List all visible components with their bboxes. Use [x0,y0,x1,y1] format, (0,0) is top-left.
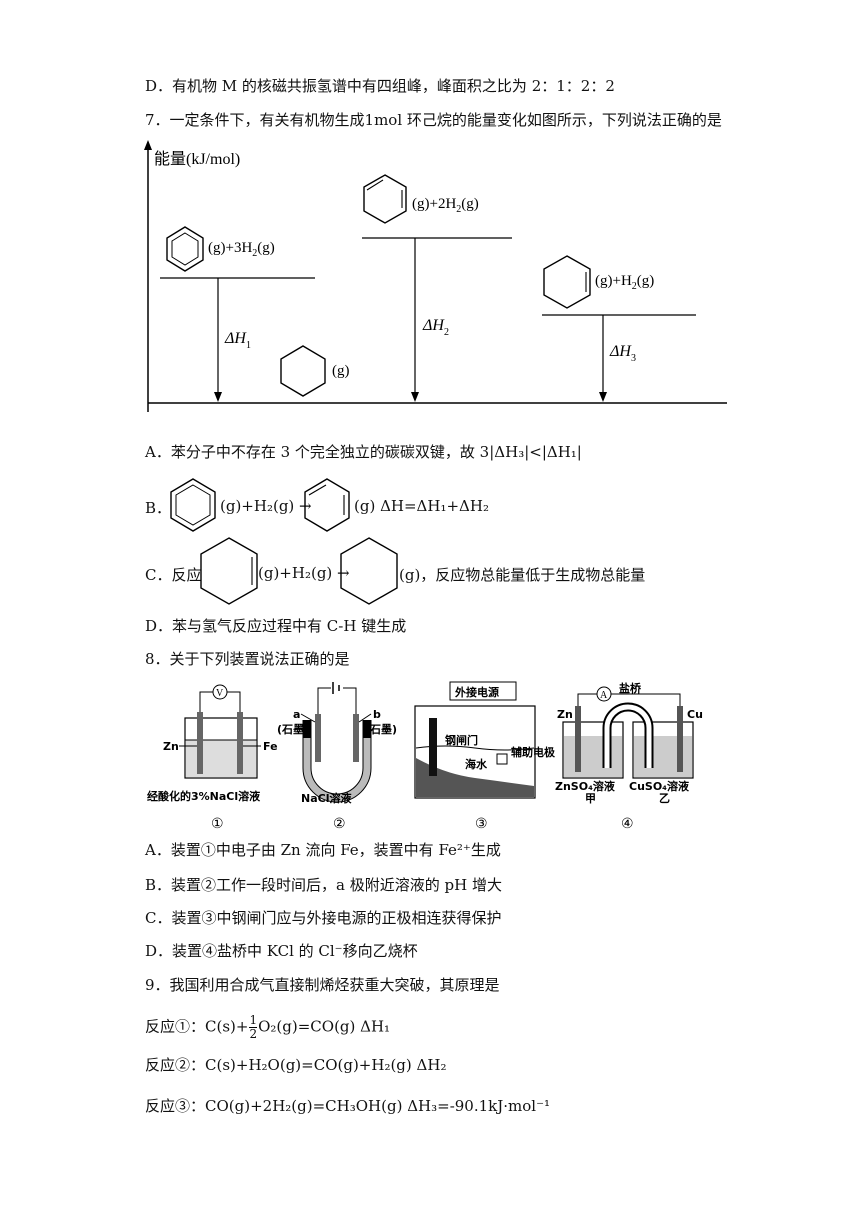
y-axis-arrow [144,140,152,150]
svg-text:A: A [600,690,608,701]
svg-text:外接电源: 外接电源 [454,685,499,699]
q7-option-c-mid: (g)+H₂(g) → [258,564,350,582]
dh1-label: ΔH1 [224,330,251,351]
q7-option-b-mid: (g)+H₂(g) → [220,497,312,515]
q6-option-d: D．有机物 M 的核磁共振氢谱中有四组峰，峰面积之比为 2：1：2：2 [145,77,615,95]
device-1: V Zn Fe 经酸化的3%NaCl溶液 ① [147,684,278,832]
svg-text:经酸化的3%NaCl溶液: 经酸化的3%NaCl溶液 [147,789,261,803]
q7-option-d: D．苯与氢气反应过程中有 C-H 键生成 [145,617,407,635]
cyclohexane-state-label: (g) [332,363,350,379]
svg-text:③: ③ [475,817,488,832]
svg-text:辅助电极: 辅助电极 [511,745,556,759]
svg-text:a: a [293,708,300,721]
q8-option-c: C．装置③中钢闸门应与外接电源的正极相连获得保护 [145,909,502,927]
svg-text:②: ② [333,817,346,832]
q7-option-c-prefix: C．反应 [145,566,202,584]
q9-stem: 9．我国利用合成气直接制烯烃获重大突破，其原理是 [145,976,500,994]
q7-stem: 7．一定条件下，有关有机物生成1mol 环己烷的能量变化如图所示，下列说法正确的… [145,111,722,129]
energy-diagram: 能量(kJ/mol) (g)+3H2(g) ΔH1 (g)+2H2(g) ΔH2… [144,140,727,412]
svg-text:乙: 乙 [659,792,670,805]
q8-option-b: B．装置②工作一段时间后，a 极附近溶液的 pH 增大 [145,876,502,894]
device-3: 外接电源 钢闸门 海水 辅助电极 ③ [414,681,556,832]
svg-text:Zn: Zn [557,708,573,721]
cyclohexadiene-icon [363,174,407,224]
svg-text:Zn: Zn [163,740,179,753]
q7-option-c-tail: (g)，反应物总能量低于生成物总能量 [399,566,646,584]
benzene-state-label: (g)+3H2(g) [208,240,275,259]
electrochem-devices-figure: V Zn Fe 经酸化的3%NaCl溶液 ① a (石墨) b (石墨) NaC… [147,681,703,832]
svg-text:盐桥: 盐桥 [619,681,642,695]
svg-text:(石墨): (石墨) [277,723,309,736]
benzene-icon [166,226,204,272]
benzene-icon [170,478,216,532]
svg-text:①: ① [211,817,224,832]
svg-text:海水: 海水 [465,757,488,771]
svg-text:ZnSO₄溶液: ZnSO₄溶液 [555,779,616,793]
cyclohexadiene-state-label: (g)+2H2(g) [412,196,479,215]
q9-reaction-2: 反应②：C(s)+H₂O(g)=CO(g)+H₂(g) ΔH₂ [145,1056,447,1074]
device-2: a (石墨) b (石墨) NaCl溶液 ② [277,682,397,832]
svg-text:④: ④ [621,817,634,832]
svg-text:(石墨): (石墨) [365,723,397,736]
svg-text:b: b [373,708,381,721]
svg-text:Cu: Cu [687,708,703,721]
q7-option-b-tail: (g) ΔH=ΔH₁+ΔH₂ [354,497,489,515]
cyclohexene-icon [543,255,591,309]
svg-text:NaCl溶液: NaCl溶液 [301,791,352,805]
benzene-level: (g)+3H2(g) ΔH1 [160,226,315,402]
q7-option-b-prefix: B． [145,499,172,517]
cyclohexene-level: (g)+H2(g) ΔH3 [542,255,696,402]
cyclohexane-icon [280,345,326,397]
q9-reaction-3: 反应③：CO(g)+2H₂(g)=CH₃OH(g) ΔH₃=-90.1kJ·mo… [145,1097,551,1115]
cyclohexene-state-label: (g)+H2(g) [595,273,654,292]
svg-text:CuSO₄溶液: CuSO₄溶液 [629,779,690,793]
device-4: A 盐桥 Zn Cu ZnSO₄溶液 甲 CuSO₄溶液 乙 ④ [555,681,703,832]
cyclohexane-level: (g) [280,345,350,397]
q7-option-a: A．苯分子中不存在 3 个完全独立的碳碳双键，故 3|ΔH₃|<|ΔH₁| [145,443,582,461]
svg-text:V: V [216,688,224,699]
cyclohexadiene-level: (g)+2H2(g) ΔH2 [362,174,512,402]
q8-option-a: A．装置①中电子由 Zn 流向 Fe，装置中有 Fe²⁺生成 [145,841,501,859]
cyclohexane-icon [340,537,398,605]
benzene-inner-ring [171,232,199,266]
dh3-label: ΔH3 [609,343,636,364]
svg-text:甲: 甲 [585,792,596,805]
cyclohexene-icon [200,537,258,605]
q8-stem: 8．关于下列装置说法正确的是 [145,650,350,668]
cyclohexadiene-icon [304,478,350,532]
svg-text:Fe: Fe [263,740,278,753]
dh2-label: ΔH2 [422,317,449,338]
q8-option-d: D．装置④盐桥中 KCl 的 Cl⁻移向乙烧杯 [145,942,418,960]
y-axis-label: 能量(kJ/mol) [154,150,240,168]
svg-text:钢闸门: 钢闸门 [445,733,478,747]
